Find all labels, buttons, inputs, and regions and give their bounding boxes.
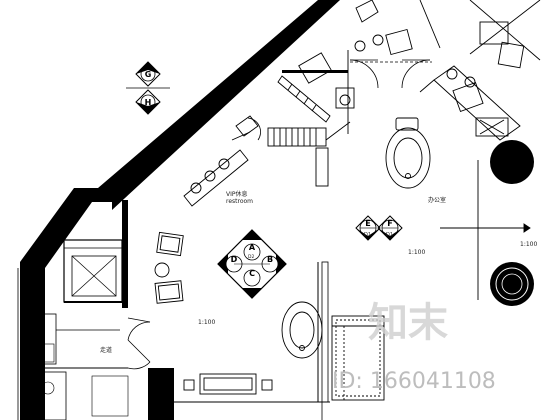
section-marker-ef: E F D1 D1 xyxy=(355,215,403,241)
scale-note-1: 1:100 xyxy=(198,319,215,326)
round-table-black xyxy=(490,140,534,184)
closet-dotted xyxy=(331,315,385,401)
marker-d-letter: D xyxy=(231,255,238,264)
marker-c-letter: C xyxy=(249,269,255,278)
scale-note-3: 1:100 xyxy=(520,241,537,248)
upper-furniture xyxy=(354,0,541,141)
lounge-chairs xyxy=(154,231,184,304)
column-bottom xyxy=(148,368,174,420)
room-label-upper: VIP休息 xyxy=(226,190,248,198)
marker-a-letter: A xyxy=(249,243,256,252)
bar-counter xyxy=(183,115,259,207)
corridor-note: 走道 xyxy=(100,346,112,354)
room-label-right: 办公室 xyxy=(428,196,446,204)
bath-block xyxy=(267,50,355,187)
scale-note-2: 1:100 xyxy=(408,249,425,256)
section-marker-gh: G H xyxy=(126,61,170,115)
bathtub-lower xyxy=(281,301,323,359)
marker-f-num: D1 xyxy=(386,232,393,238)
upper-doors xyxy=(247,59,431,141)
watermark-id: ID: 166041108 xyxy=(332,369,496,394)
right-panel xyxy=(440,160,531,300)
elevator-shaft xyxy=(63,239,123,303)
lower-left-rooms: 走道 xyxy=(33,313,129,420)
door-swing xyxy=(127,317,151,370)
sofa xyxy=(183,373,273,395)
marker-g-letter: G xyxy=(145,70,152,79)
bathtub-upper xyxy=(385,117,431,189)
round-table-patterned xyxy=(490,262,534,306)
marker-f-letter: F xyxy=(387,219,392,228)
marker-e-num: D1 xyxy=(364,232,371,238)
exterior-wall-stub xyxy=(20,262,45,300)
exterior-wall-diagonal xyxy=(20,0,340,420)
marker-b-letter: B xyxy=(267,255,273,264)
marker-h-letter: H xyxy=(145,98,152,107)
marker-e-letter: E xyxy=(365,219,370,228)
section-marker-abcd: A B C D D2 xyxy=(217,229,287,299)
room-label-upper-sub: restroom xyxy=(226,198,253,205)
marker-a-num: D2 xyxy=(248,254,254,260)
watermark-brand: 知末 xyxy=(368,300,448,346)
